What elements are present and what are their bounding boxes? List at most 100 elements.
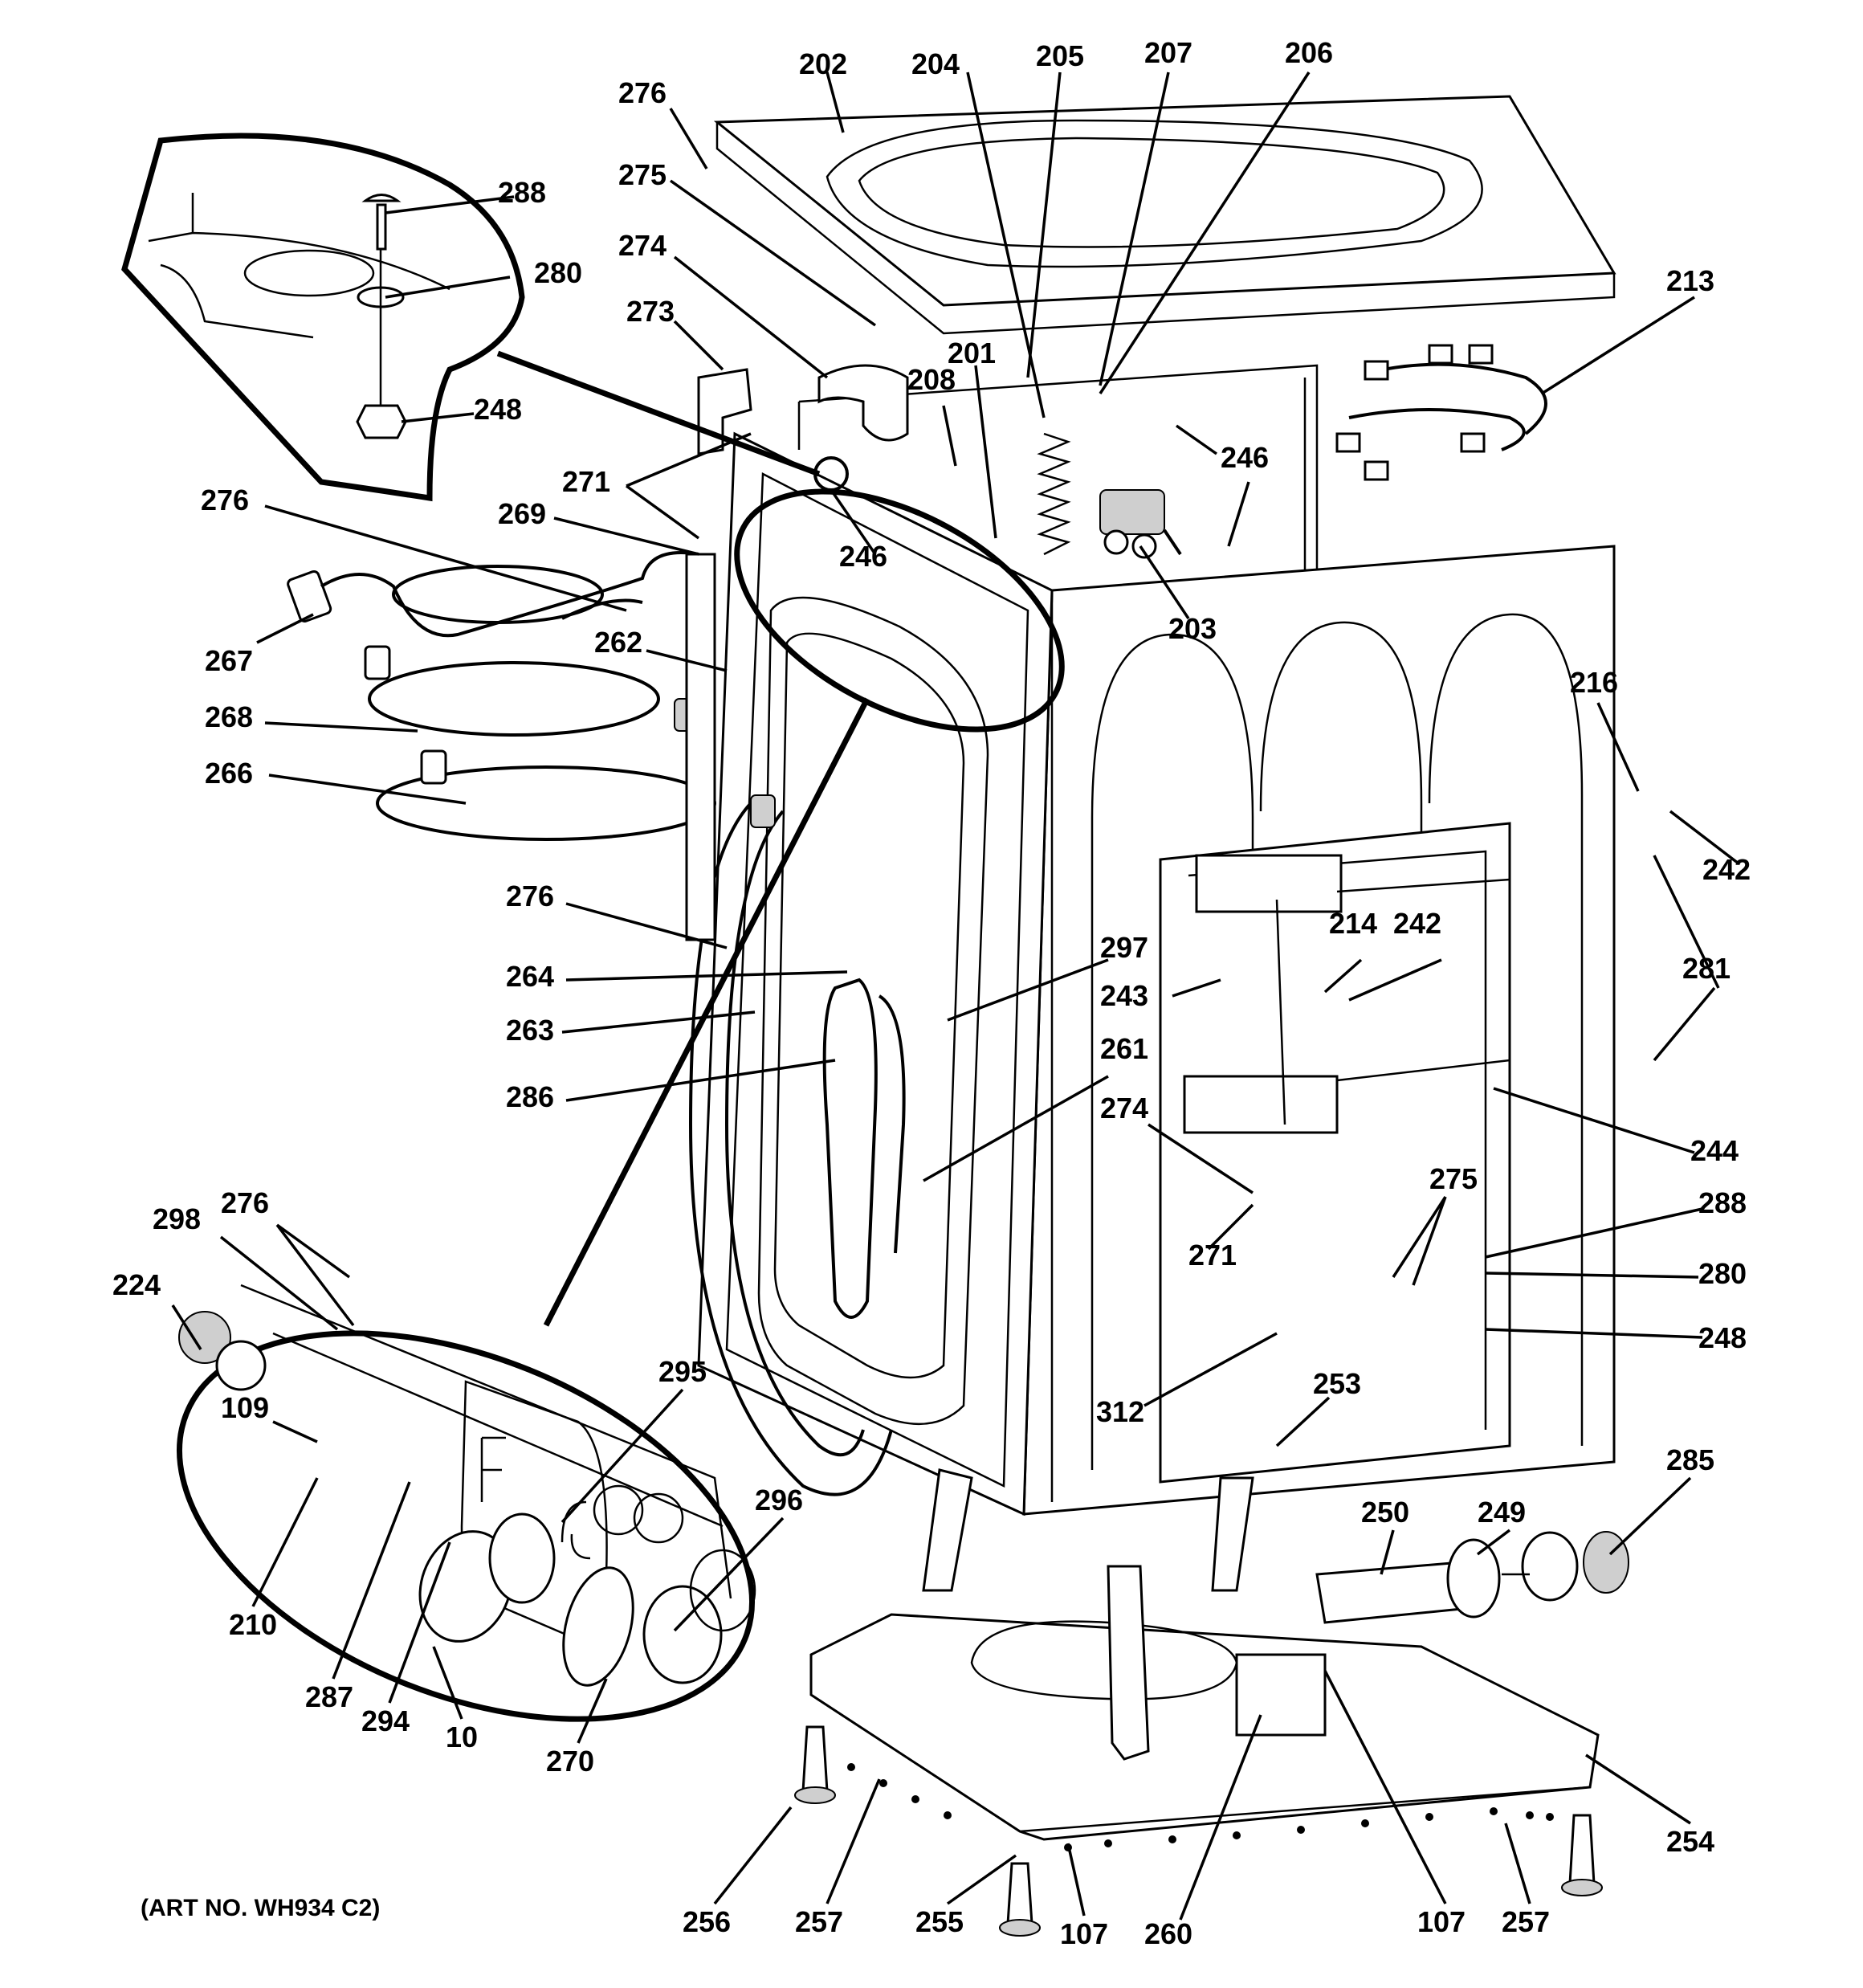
part-label-286: 286 — [506, 1080, 554, 1113]
part-label-242-mid: 242 — [1393, 907, 1441, 940]
art-number-caption: (ART NO. WH934 C2) — [141, 1895, 380, 1921]
rear-access-opening — [1159, 822, 1511, 1484]
part-label-273: 273 — [626, 295, 675, 328]
part-label-280-rear: 280 — [1698, 1257, 1747, 1290]
part-label-312: 312 — [1096, 1395, 1144, 1428]
part-label-285: 285 — [1666, 1443, 1714, 1476]
part-labels: 202 204 205 207 206 276 275 274 273 213 … — [112, 36, 1751, 1950]
part-label-10: 10 — [446, 1721, 478, 1753]
part-label-203: 203 — [1168, 612, 1217, 645]
part-label-263: 263 — [506, 1014, 554, 1047]
part-label-246-right: 246 — [1221, 441, 1269, 474]
part-label-288-rear: 288 — [1698, 1186, 1747, 1219]
shock-left — [922, 1468, 973, 1592]
part-label-255: 255 — [915, 1905, 964, 1938]
part-label-280-detail: 280 — [534, 256, 582, 289]
part-label-253: 253 — [1313, 1367, 1361, 1400]
part-label-214: 214 — [1329, 907, 1377, 940]
part-label-243: 243 — [1100, 979, 1148, 1012]
part-label-250: 250 — [1361, 1496, 1409, 1529]
screw-288-detail — [361, 194, 402, 251]
part-label-242-right: 242 — [1702, 853, 1751, 886]
part-label-246-center: 246 — [839, 540, 887, 573]
detail-balloon-top — [121, 133, 821, 502]
part-label-248-detail: 248 — [474, 393, 522, 426]
part-label-205: 205 — [1036, 39, 1084, 72]
wire-harness — [1335, 344, 1547, 481]
part-label-288-detail: 288 — [498, 176, 546, 209]
part-label-256: 256 — [683, 1905, 731, 1938]
part-label-107-left: 107 — [1060, 1917, 1108, 1950]
part-label-262: 262 — [594, 626, 642, 659]
base-screws — [847, 1763, 1554, 1851]
cabinet — [688, 95, 1616, 1517]
part-label-257-left: 257 — [795, 1905, 843, 1938]
control-board — [1235, 1653, 1327, 1737]
part-label-244: 244 — [1690, 1134, 1739, 1167]
part-label-267: 267 — [205, 644, 253, 677]
part-label-276-panel: 276 — [221, 1186, 269, 1219]
part-label-201: 201 — [948, 337, 996, 369]
part-label-249: 249 — [1478, 1496, 1526, 1529]
part-label-257-right: 257 — [1502, 1905, 1550, 1938]
part-label-206: 206 — [1285, 36, 1333, 69]
part-label-208: 208 — [907, 363, 956, 396]
part-label-294: 294 — [361, 1704, 410, 1737]
part-label-297: 297 — [1100, 931, 1148, 964]
part-label-213: 213 — [1666, 264, 1714, 297]
base-assembly — [794, 1468, 1629, 1937]
drain-hose-elbow — [817, 364, 909, 442]
part-label-109: 109 — [221, 1391, 269, 1424]
part-label-264: 264 — [506, 960, 554, 993]
part-label-260: 260 — [1144, 1917, 1192, 1950]
part-label-274-top: 274 — [618, 229, 667, 262]
part-label-296: 296 — [755, 1484, 803, 1517]
part-label-202: 202 — [799, 47, 847, 80]
part-label-276-top: 276 — [618, 76, 667, 109]
part-label-261: 261 — [1100, 1032, 1148, 1065]
knob-224-detail — [178, 1311, 231, 1364]
nut-248-detail — [356, 404, 407, 439]
part-label-281: 281 — [1682, 952, 1731, 985]
part-label-295: 295 — [658, 1355, 707, 1388]
part-label-271-top: 271 — [562, 465, 610, 498]
knob-296-detail — [642, 1585, 723, 1684]
power-cord — [320, 551, 699, 638]
part-label-254: 254 — [1666, 1825, 1714, 1858]
side-column — [685, 553, 716, 941]
drain-pump — [1315, 1531, 1629, 1624]
power-cord-plug — [287, 569, 332, 623]
base-frame — [809, 1613, 1600, 1841]
display-lens-270-detail — [562, 1566, 634, 1687]
shock-right — [1211, 1476, 1254, 1592]
inlet-hose-hot — [368, 661, 660, 737]
part-label-248-rear: 248 — [1698, 1321, 1747, 1354]
part-label-204: 204 — [911, 47, 960, 80]
suspension-spring — [1037, 432, 1071, 556]
part-label-266: 266 — [205, 757, 253, 790]
hoses — [287, 551, 776, 941]
logo-plate — [243, 249, 375, 297]
leveling-legs — [794, 1725, 1603, 1937]
part-label-287: 287 — [305, 1680, 353, 1713]
rear-frame — [797, 364, 1319, 578]
water-valve — [1099, 489, 1182, 559]
control-panel-callout — [734, 488, 1065, 733]
part-label-207: 207 — [1144, 36, 1192, 69]
part-label-268: 268 — [205, 700, 253, 733]
part-label-275-top: 275 — [618, 158, 667, 191]
part-label-107-right: 107 — [1417, 1905, 1466, 1938]
part-label-274-rear: 274 — [1100, 1092, 1148, 1125]
part-label-269: 269 — [498, 497, 546, 530]
part-label-275-rear: 275 — [1429, 1162, 1478, 1195]
leader-lines — [171, 71, 1740, 1921]
part-label-298: 298 — [153, 1202, 201, 1235]
cabinet-front — [697, 431, 1054, 1517]
part-label-276-mid: 276 — [506, 880, 554, 912]
part-label-216: 216 — [1570, 666, 1618, 699]
part-label-210: 210 — [229, 1608, 277, 1641]
part-label-271-rear: 271 — [1188, 1239, 1237, 1272]
part-label-224: 224 — [112, 1268, 161, 1301]
